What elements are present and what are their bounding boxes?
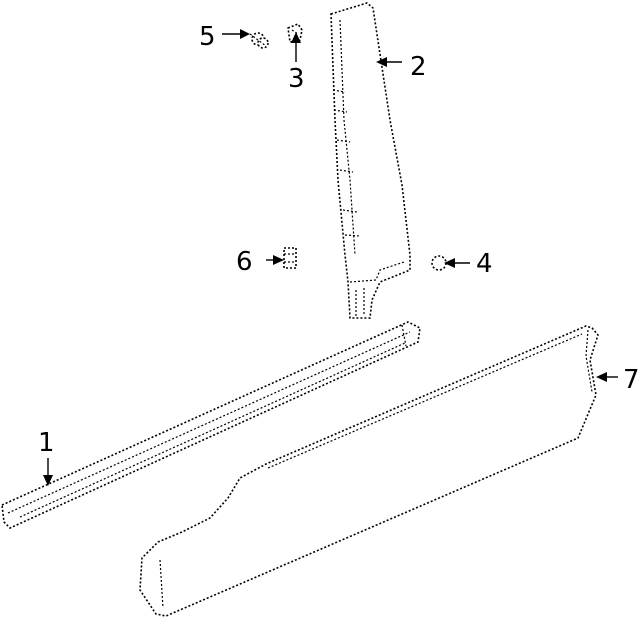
leader-line-6 <box>266 255 284 265</box>
part-6-retainer <box>283 247 297 269</box>
leader-line-7 <box>596 372 618 382</box>
callout-1: 1 <box>38 428 55 458</box>
callout-2: 2 <box>410 52 427 82</box>
callout-4: 4 <box>476 249 493 279</box>
callout-7: 7 <box>623 365 640 395</box>
callout-5: 5 <box>199 22 216 52</box>
leader-line-5 <box>222 29 250 39</box>
leader-line-2 <box>376 57 402 67</box>
part-4-grommet <box>431 255 447 271</box>
leader-line-1 <box>43 458 53 486</box>
callout-3: 3 <box>288 64 305 94</box>
part-1-sill-strip <box>1 321 421 529</box>
callout-6: 6 <box>236 247 253 277</box>
leader-line-4 <box>444 258 470 268</box>
leader-line-3 <box>291 32 301 62</box>
part-7-rocker-panel <box>139 325 599 617</box>
part-2-pillar-trim <box>330 2 411 319</box>
part-5-clip <box>249 32 269 49</box>
